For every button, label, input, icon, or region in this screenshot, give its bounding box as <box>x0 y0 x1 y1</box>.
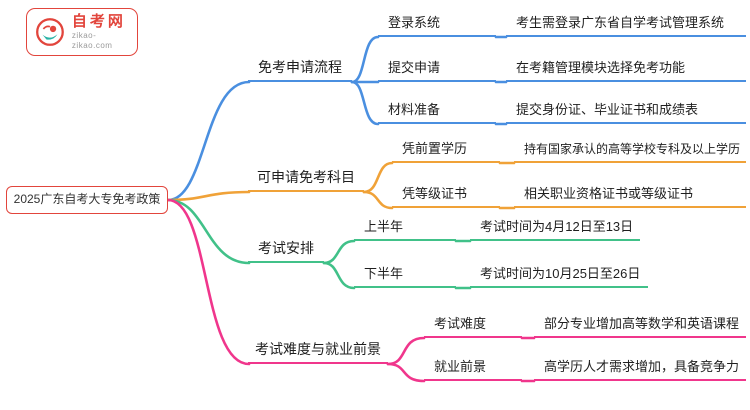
logo-site-name: 自考网 <box>71 13 126 30</box>
branch4-child1-detail[interactable]: 部分专业增加高等数学和英语课程 <box>534 314 746 338</box>
branch3-child1-detail[interactable]: 考试时间为4月12日至13日 <box>470 217 640 241</box>
connector-branch4-child1 <box>386 336 426 366</box>
zikao-logo-icon <box>36 18 64 46</box>
connector-branch4-child2 <box>386 362 426 383</box>
branch3-child2-detail[interactable]: 考试时间为10月25日至26日 <box>470 264 648 288</box>
branch2-child2-label[interactable]: 凭等级证书 <box>392 184 500 208</box>
root-node[interactable]: 2025广东自考大专免考政策 <box>6 186 168 214</box>
connector-root-branch3 <box>166 198 251 265</box>
connector-root-branch4 <box>166 198 251 366</box>
branch3-child2-label[interactable]: 下半年 <box>354 264 456 288</box>
site-logo[interactable]: 自考网 zikao-zikao.com <box>26 8 138 56</box>
branch2-child1-detail[interactable]: 持有国家承认的高等学校专科及以上学历 <box>514 139 746 163</box>
connector-branch1-child1 <box>350 35 380 84</box>
branch4-child1-label[interactable]: 考试难度 <box>424 314 522 338</box>
branch1-label[interactable]: 免考申请流程 <box>248 56 352 82</box>
connector-root-branch1 <box>166 80 251 202</box>
branch2-child2-detail[interactable]: 相关职业资格证书或等级证书 <box>514 184 746 208</box>
branch1-child2-label[interactable]: 提交申请 <box>378 58 496 82</box>
connector-branch3-child1 <box>322 239 356 265</box>
logo-site-domain: zikao-zikao.com <box>71 31 113 50</box>
branch2-child1-label[interactable]: 凭前置学历 <box>392 139 500 163</box>
branch3-child1-label[interactable]: 上半年 <box>354 217 456 241</box>
branch3-label[interactable]: 考试安排 <box>248 237 324 263</box>
connector-branch2-child2 <box>362 190 394 210</box>
connector-branch1-child3 <box>350 80 380 126</box>
branch1-child3-detail[interactable]: 提交身份证、毕业证书和成绩表 <box>506 100 746 124</box>
branch1-child1-label[interactable]: 登录系统 <box>378 13 496 37</box>
branch4-child2-label[interactable]: 就业前景 <box>424 357 522 381</box>
branch1-child2-detail[interactable]: 在考籍管理模块选择免考功能 <box>506 58 746 82</box>
connector-branch3-child2 <box>322 261 356 290</box>
connector-branch2-child1 <box>362 161 394 194</box>
branch4-child2-detail[interactable]: 高学历人才需求增加，具备竞争力 <box>534 357 746 381</box>
branch2-label[interactable]: 可申请免考科目 <box>248 166 364 192</box>
logo-text: 自考网 zikao-zikao.com <box>72 13 129 51</box>
branch1-child3-label[interactable]: 材料准备 <box>378 100 496 124</box>
branch1-child1-detail[interactable]: 考生需登录广东省自学考试管理系统 <box>506 13 746 37</box>
branch4-label[interactable]: 考试难度与就业前景 <box>248 338 388 364</box>
connector-root-branch2 <box>166 190 251 202</box>
